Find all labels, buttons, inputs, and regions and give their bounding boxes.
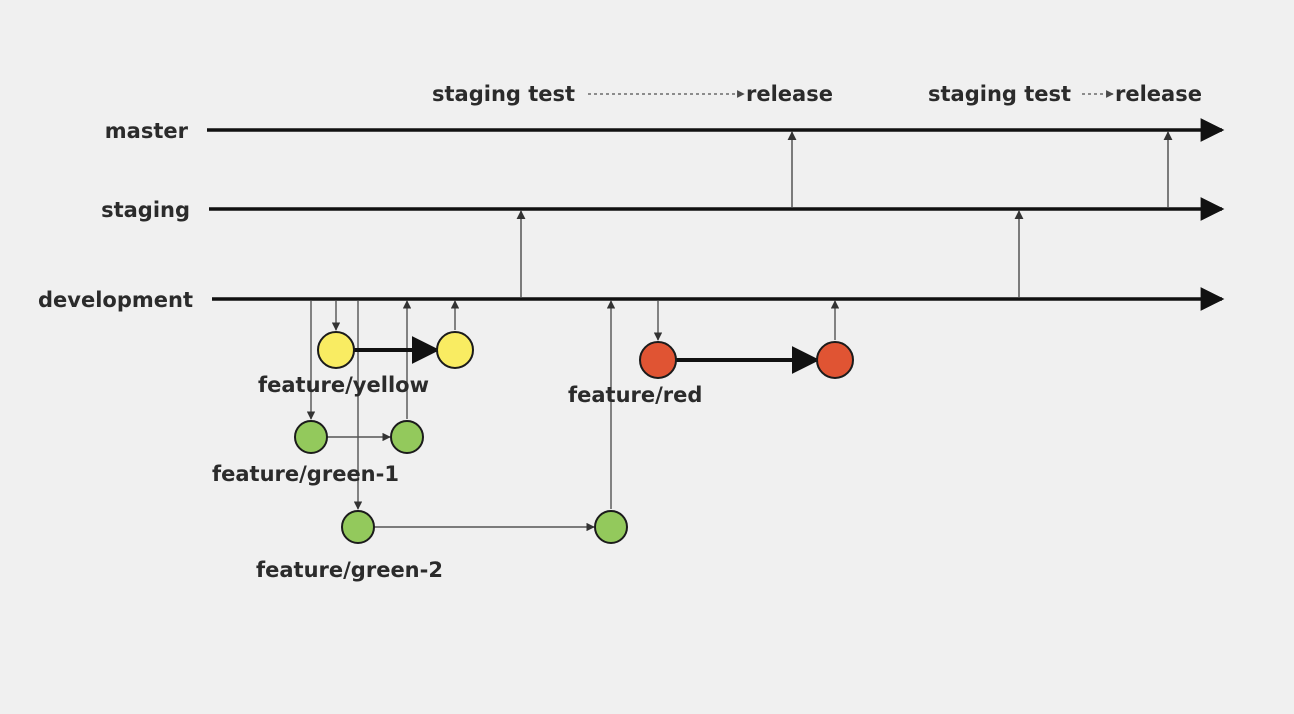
feature-label-feature-green-2: feature/green-2 (256, 558, 443, 582)
process-label-staging-test-1: staging test (432, 82, 575, 106)
commit-node-yellow-commit-1[interactable] (317, 331, 355, 369)
process-label-release-1: release (746, 82, 833, 106)
feature-label-feature-yellow: feature/yellow (258, 373, 429, 397)
feature-commit-nodes (294, 331, 854, 544)
commit-node-green2-commit-2[interactable] (594, 510, 628, 544)
branch-labels: master staging development (38, 119, 193, 312)
commit-node-green1-commit-1[interactable] (294, 420, 328, 454)
feature-connectors (306, 300, 840, 510)
feature-label-feature-green-1: feature/green-1 (212, 462, 399, 486)
feature-label-feature-red: feature/red (568, 383, 702, 407)
commit-node-red-commit-2[interactable] (816, 341, 854, 379)
commit-node-green2-commit-1[interactable] (341, 510, 375, 544)
branch-lines (207, 118, 1225, 311)
process-label-release-2: release (1115, 82, 1202, 106)
branch-label-development: development (38, 288, 193, 312)
feature-branch-labels: feature/yellow feature/green-1 feature/gre… (212, 373, 702, 582)
branch-label-master: master (105, 119, 189, 143)
branch-label-staging: staging (101, 198, 190, 222)
process-label-staging-test-2: staging test (928, 82, 1071, 106)
process-labels: staging test release staging test release (432, 82, 1202, 106)
commit-node-green1-commit-2[interactable] (390, 420, 424, 454)
promotion-arrows (516, 131, 1173, 297)
feature-commit-arrows (327, 336, 820, 532)
commit-node-yellow-commit-2[interactable] (436, 331, 474, 369)
commit-node-red-commit-1[interactable] (639, 341, 677, 379)
